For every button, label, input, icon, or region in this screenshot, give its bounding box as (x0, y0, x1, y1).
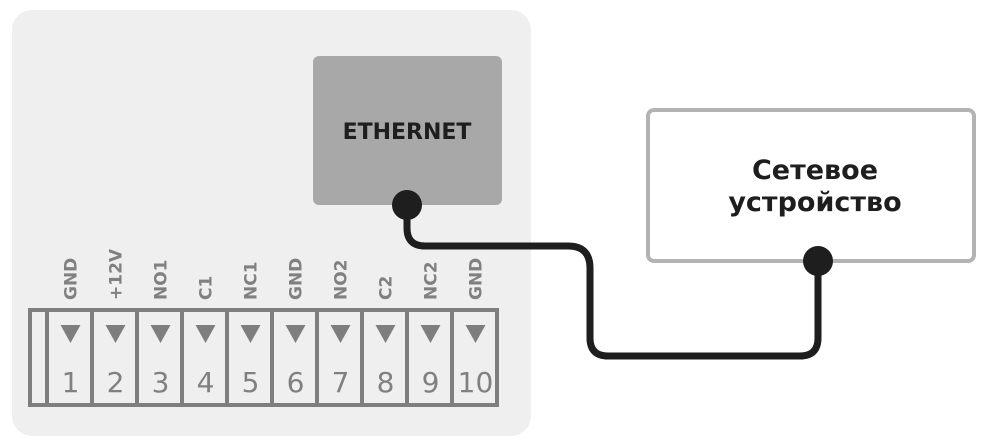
ethernet-cable (403, 201, 822, 360)
terminal-name: NC1 (242, 261, 262, 300)
terminal-number: 5 (242, 366, 260, 399)
terminal-name: NO1 (152, 259, 172, 300)
ethernet-port-connector-dot (392, 190, 422, 220)
terminal-7: 7 NO2 (330, 259, 364, 405)
terminal-3: 3 NO1 (150, 259, 184, 405)
terminal-number: 8 (377, 366, 395, 399)
terminal-screw-icon (195, 325, 216, 343)
terminal-screw-icon (60, 325, 81, 343)
terminal-name: NO2 (332, 259, 352, 300)
ethernet-port (313, 56, 502, 205)
terminal-number: 4 (197, 366, 215, 399)
terminal-screw-icon (240, 325, 261, 343)
terminal-number: 7 (332, 366, 350, 399)
terminal-4: 4 C1 (195, 276, 229, 405)
terminal-screw-icon (375, 325, 396, 343)
terminal-screw-icon (285, 325, 306, 343)
terminal-screw-icon (330, 325, 351, 343)
terminal-name: GND (467, 258, 487, 300)
terminal-screw-icon (105, 325, 126, 343)
terminal-screw-icon (150, 325, 171, 343)
terminal-screw-icon (465, 325, 486, 343)
terminal-screw-icon (420, 325, 441, 343)
terminal-number: 10 (458, 366, 494, 399)
terminal-block: 1 GND 2 +12V 3 NO1 4 C1 5 NC1 6 GND 7 NO2 8 C2 9 NC2 10 GND (28, 248, 499, 407)
terminal-name: C1 (197, 276, 217, 300)
terminal-name: C2 (377, 276, 397, 300)
device-connector-dot (803, 246, 833, 276)
terminal-5: 5 NC1 (240, 261, 274, 405)
terminal-number: 2 (107, 366, 125, 399)
terminal-1: 1 GND (60, 258, 94, 405)
terminal-name: +12V (107, 248, 127, 300)
terminal-number: 6 (287, 366, 305, 399)
terminal-6: 6 GND (285, 258, 319, 405)
terminal-10: 10 GND (458, 258, 499, 405)
network-device-label-line1: Сетевое (752, 155, 878, 186)
terminal-name: GND (287, 258, 307, 300)
terminal-number: 9 (422, 366, 440, 399)
terminal-name: GND (62, 258, 82, 300)
terminal-2: 2 +12V (105, 248, 139, 405)
terminal-number: 1 (62, 366, 80, 399)
terminal-8: 8 C2 (375, 276, 409, 405)
network-device-label-line2: устройство (728, 187, 901, 218)
terminal-number: 3 (152, 366, 170, 399)
ethernet-label: ETHERNET (343, 120, 472, 145)
terminal-name: NC2 (422, 261, 442, 300)
terminal-9: 9 NC2 (420, 261, 454, 405)
